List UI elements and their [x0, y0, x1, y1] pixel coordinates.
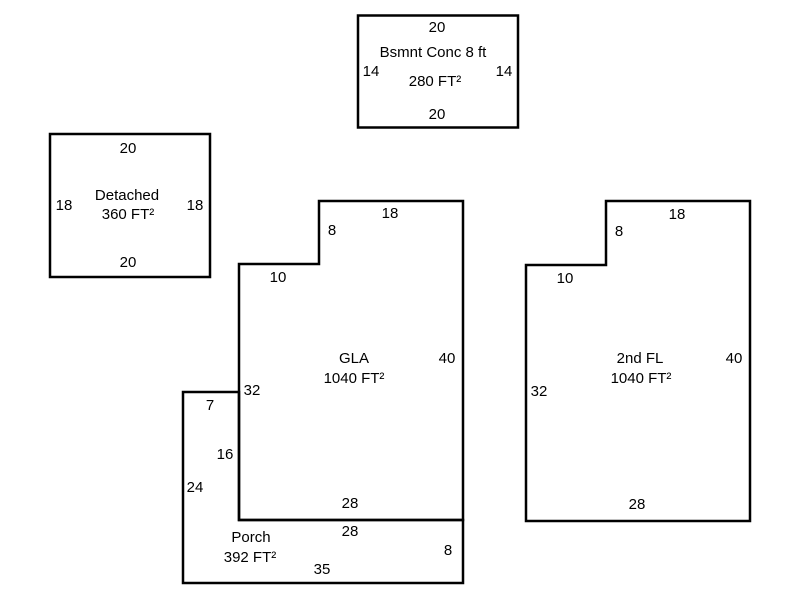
gla-area-value: 1040 FT² — [324, 370, 385, 387]
second-floor-notch-vertical-dim: 8 — [615, 223, 623, 240]
porch-right-dim: 8 — [444, 542, 452, 559]
detached-bottom-dim: 20 — [120, 254, 137, 271]
detached-area-value: 360 FT² — [102, 206, 155, 223]
basement-right-dim: 14 — [496, 63, 513, 80]
second-floor-outline — [524, 199, 752, 523]
basement-top-dim: 20 — [429, 19, 446, 36]
basement-area[interactable]: 20 Bsmnt Conc 8 ft 14 14 280 FT² 20 — [356, 14, 520, 129]
porch-inner-vertical-dim: 16 — [217, 446, 234, 463]
gla-outline — [237, 199, 465, 522]
porch-top-dim: 7 — [206, 397, 214, 414]
porch-area[interactable]: 7 16 24 28 Porch 8 392 FT² 35 — [181, 390, 465, 585]
gla-notch-vertical-dim: 8 — [328, 222, 336, 239]
detached-area[interactable]: 20 Detached 18 18 360 FT² 20 — [48, 132, 212, 279]
detached-name: Detached — [95, 187, 159, 204]
porch-inner-horizontal-dim: 28 — [342, 523, 359, 540]
basement-area-value: 280 FT² — [409, 73, 462, 90]
gla-right-dim: 40 — [439, 350, 456, 367]
detached-outline — [48, 132, 212, 279]
second-floor-name: 2nd FL — [617, 350, 664, 367]
porch-outer-left-dim: 24 — [187, 479, 204, 496]
gla-top-dim: 18 — [382, 205, 399, 222]
gla-name: GLA — [339, 350, 369, 367]
detached-right-dim: 18 — [187, 197, 204, 214]
second-floor-notch-horizontal-dim: 10 — [557, 270, 574, 287]
gla-area[interactable]: 18 8 10 GLA 40 1040 FT² 32 28 — [237, 199, 465, 522]
basement-left-dim: 14 — [363, 63, 380, 80]
detached-top-dim: 20 — [120, 140, 137, 157]
porch-area-value: 392 FT² — [224, 549, 277, 566]
basement-name: Bsmnt Conc 8 ft — [380, 44, 488, 61]
porch-name: Porch — [231, 529, 270, 546]
second-floor-left-dim: 32 — [531, 383, 548, 400]
second-floor-bottom-dim: 28 — [629, 496, 646, 513]
porch-bottom-dim: 35 — [314, 561, 331, 578]
gla-bottom-dim: 28 — [342, 495, 359, 512]
second-floor-area-value: 1040 FT² — [611, 370, 672, 387]
basement-bottom-dim: 20 — [429, 106, 446, 123]
second-floor-right-dim: 40 — [726, 350, 743, 367]
detached-left-dim: 18 — [56, 197, 73, 214]
second-floor-top-dim: 18 — [669, 206, 686, 223]
basement-outline — [356, 14, 520, 129]
gla-left-dim: 32 — [244, 382, 261, 399]
gla-notch-horizontal-dim: 10 — [270, 269, 287, 286]
second-floor-area[interactable]: 18 8 10 2nd FL 40 1040 FT² 32 28 — [524, 199, 752, 523]
